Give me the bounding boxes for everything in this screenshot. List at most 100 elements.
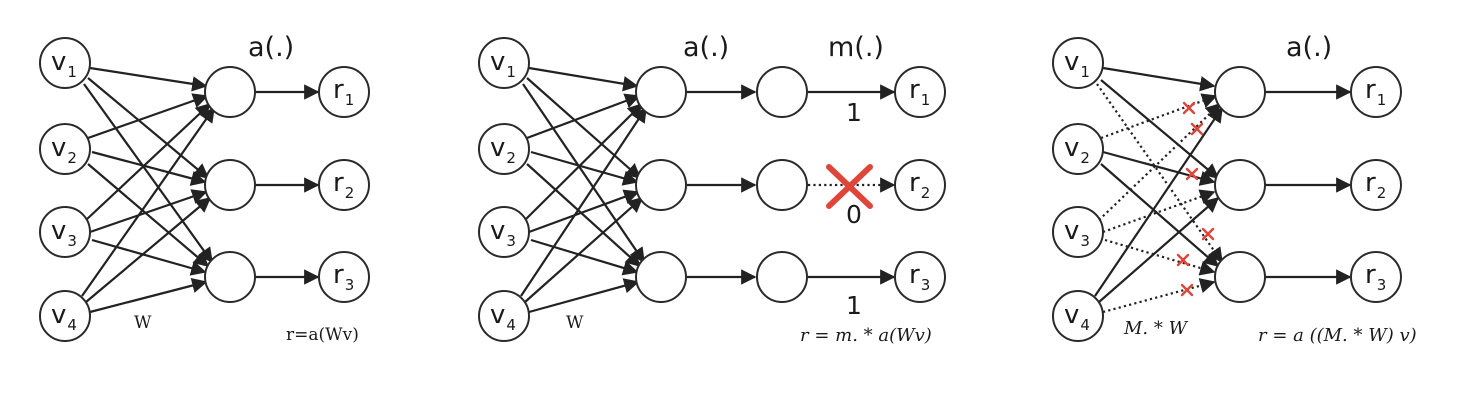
- edge: [1098, 196, 1220, 303]
- mask-value: 0: [846, 200, 862, 229]
- edge: [528, 189, 640, 234]
- input-node: [478, 290, 530, 342]
- mask-value: 1: [846, 98, 862, 127]
- hidden-node: [1214, 159, 1266, 211]
- edge: [87, 163, 210, 267]
- edge: [91, 150, 207, 186]
- dropped-weight-x-icon: [1182, 101, 1196, 115]
- input-node: [478, 123, 530, 175]
- output-node: [318, 66, 370, 118]
- panel-1-hidden-nodes: [204, 66, 256, 303]
- edge: [526, 77, 642, 180]
- mask-value: 1: [846, 291, 862, 320]
- panel-1-output-nodes: r1 r2 r3: [318, 66, 370, 303]
- dropped-edge: [1096, 83, 1223, 264]
- hidden-node: [204, 66, 256, 118]
- output-node: [894, 66, 946, 118]
- dropped-weight-x-icon: [1176, 253, 1190, 267]
- hidden-node: [635, 251, 687, 303]
- hidden-node: [1214, 66, 1266, 118]
- output-node-label: r1: [909, 75, 930, 109]
- output-node: [1350, 66, 1402, 118]
- mask-node: [756, 159, 808, 211]
- hidden-node: [635, 66, 687, 118]
- edge: [524, 102, 644, 221]
- hidden-node: [635, 159, 687, 211]
- edge: [530, 150, 639, 186]
- weight-label: W: [566, 313, 584, 333]
- dropped-weight-x-icon: [1185, 167, 1199, 181]
- output-node-label: r1: [1365, 75, 1386, 109]
- panel-3-output-nodes: r1 r2 r3: [1350, 66, 1402, 303]
- dropout-x-icon: [826, 164, 873, 209]
- mask-function-label: m(.): [828, 32, 884, 63]
- input-node: [478, 37, 530, 89]
- formula-label: r = m. * a(Wv): [800, 325, 932, 346]
- panel-3: v1 v2 v3 v4 r1 r2 r3 a(.) M. * W r = a (…: [1052, 32, 1417, 346]
- input-node: [1052, 206, 1104, 258]
- activation-label: a(.): [1286, 32, 1332, 63]
- edge: [91, 238, 207, 276]
- dropped-edge: [1102, 278, 1216, 314]
- activation-label: a(.): [683, 32, 729, 63]
- hidden-node: [204, 159, 256, 211]
- edge: [530, 238, 639, 276]
- edge: [522, 83, 645, 264]
- panel-1-input-nodes: v1 v2 v3 v4: [39, 37, 91, 342]
- input-node-label: v1: [1064, 47, 1090, 81]
- output-node: [894, 159, 946, 211]
- panel-2-edges: [520, 66, 896, 314]
- edge: [528, 278, 640, 314]
- output-node-label: r2: [909, 168, 930, 202]
- edge: [87, 93, 209, 140]
- edge: [85, 197, 212, 303]
- edge: [528, 66, 639, 92]
- edge: [89, 66, 208, 92]
- input-node-label: v3: [490, 216, 516, 250]
- edge: [1100, 79, 1220, 179]
- dropped-weight-x-icon: [1180, 283, 1194, 297]
- input-node: [39, 37, 91, 89]
- panel-3-hidden-nodes: [1214, 66, 1266, 303]
- edge: [85, 102, 212, 221]
- dropped-edge: [1098, 102, 1222, 221]
- output-node-label: r3: [909, 260, 930, 294]
- input-node-label: v3: [51, 216, 77, 250]
- output-node: [894, 251, 946, 303]
- input-node: [39, 290, 91, 342]
- panel-2-mask-nodes: [756, 66, 808, 303]
- dropped-weight-x-icon: [1190, 122, 1204, 136]
- output-node-label: r3: [333, 260, 354, 294]
- input-node-label: v2: [490, 133, 516, 167]
- edge: [89, 278, 208, 314]
- output-node: [318, 251, 370, 303]
- input-node: [478, 206, 530, 258]
- dropped-weight-x-icon: [1201, 227, 1215, 241]
- input-node-label: v2: [51, 133, 77, 167]
- edge: [87, 77, 210, 179]
- edge: [81, 106, 215, 297]
- input-node: [1052, 123, 1104, 175]
- activation-label: a(.): [248, 32, 294, 63]
- edge: [1100, 163, 1220, 268]
- dropped-weight-x-icons: [1176, 101, 1215, 297]
- output-node-label: r2: [1365, 168, 1386, 202]
- dropped-edge: [1100, 93, 1218, 140]
- output-node: [1350, 251, 1402, 303]
- panel-1: v1 v2 v3 v4 r1 r2 r3 a(.) W r=a(Wv): [39, 32, 370, 345]
- input-node-label: v1: [490, 47, 516, 81]
- edge: [520, 106, 647, 297]
- formula-label: r=a(Wv): [286, 325, 359, 345]
- edge: [1102, 66, 1216, 92]
- output-node: [1350, 159, 1402, 211]
- mask-node: [756, 66, 808, 118]
- panel-2-hidden-nodes: [635, 66, 687, 303]
- input-node-label: v1: [51, 47, 77, 81]
- panel-2: v1 v2 v3 v4 r1 r2 r3 a(.): [478, 32, 946, 346]
- panel-1-edges: [81, 66, 320, 314]
- input-node-label: v2: [1064, 133, 1090, 167]
- panel-3-edges: [1094, 66, 1352, 314]
- hidden-node: [204, 251, 256, 303]
- formula-label: r = a ((M. * W) v): [1258, 325, 1417, 346]
